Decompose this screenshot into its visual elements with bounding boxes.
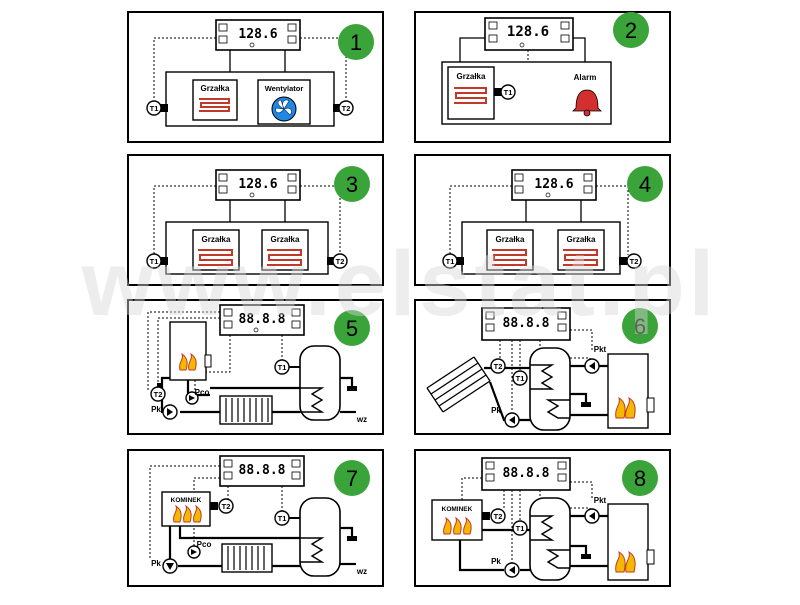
flame-icon <box>179 352 197 371</box>
display-value-3: 128.6 <box>238 177 277 192</box>
pco-label-7: Pco <box>197 540 212 549</box>
sensor-t1-label-7: T1 <box>278 514 287 523</box>
panel-6: 88.8.8 <box>414 299 671 435</box>
controller-4: 128.6 <box>511 169 597 201</box>
sensor-t1-label-3: T1 <box>150 257 159 266</box>
heater-b-label-3: Grzałka <box>271 235 300 244</box>
display-value-8: 88.8.8 <box>503 466 550 481</box>
display-value-4: 128.6 <box>534 177 573 192</box>
sensor-t2-label-8: T2 <box>494 512 503 521</box>
flame-icon <box>173 504 202 523</box>
panel-1: 128.6 Grzałka Wentylator T1 T2 1 <box>127 11 384 143</box>
sensor-t2-label-3: T2 <box>336 257 345 266</box>
pkt-label-8: Pkt <box>594 496 607 505</box>
panel-3: 128.6 Grzałka Grzałka T1 T2 3 <box>127 154 384 286</box>
heater-a-label-3: Grzałka <box>202 235 231 244</box>
panel-8: 88.8.8 KOMINEK T2 <box>414 449 671 587</box>
panel-5: 88.8.8 wz Pk <box>127 299 384 435</box>
pk-label-5: Pk <box>151 405 161 414</box>
heater-label-2: Grzałka <box>457 72 486 81</box>
panel-number-4: 4 <box>639 172 651 197</box>
flame-icon <box>443 516 472 535</box>
controller-8: 88.8.8 <box>481 457 571 491</box>
controller-6: 88.8.8 <box>481 307 571 341</box>
sensor-t2-label-1: T2 <box>342 104 351 113</box>
heater-label-1: Grzałka <box>201 84 230 93</box>
flame-icon <box>615 396 636 419</box>
controller-1: 128.6 <box>215 19 301 51</box>
heater-b-label-4: Grzałka <box>567 235 596 244</box>
sensor-t2-label-4: T2 <box>630 257 639 266</box>
controller-3: 128.6 <box>215 169 301 201</box>
panel-4: 128.6 Grzałka Grzałka T1 T2 4 <box>414 154 671 286</box>
panel-number-7: 7 <box>346 466 358 491</box>
sensor-t2-label-6: T2 <box>494 362 503 371</box>
display-value-7: 88.8.8 <box>239 463 286 478</box>
sensor-t2-label-5: T2 <box>154 390 163 399</box>
sensor-t1-label-4: T1 <box>446 257 455 266</box>
sensor-t1-label-2: T1 <box>504 88 513 97</box>
panel-number-1: 1 <box>350 30 362 55</box>
display-value-2: 128.6 <box>507 24 549 40</box>
fan-icon <box>271 96 297 122</box>
display-value-6: 88.8.8 <box>503 316 550 331</box>
pk-label-8: Pk <box>491 557 501 566</box>
panel-number-5: 5 <box>346 316 358 341</box>
pk-label-6: Pk <box>491 406 501 415</box>
wz-label-7: wz <box>356 567 367 576</box>
pkt-label-6: Pkt <box>594 345 607 354</box>
sensor-t1-label-5: T1 <box>278 363 287 372</box>
panel-2: 128.6 Grzałka T1 Alarm 2 <box>414 11 671 143</box>
pco-label-5: Pco <box>195 388 210 397</box>
heater-a-label-4: Grzałka <box>496 235 525 244</box>
fireplace-label-8: KOMINEK <box>442 506 473 513</box>
panel-number-6: 6 <box>634 314 646 339</box>
alarm-label: Alarm <box>574 73 597 82</box>
watermark: www.elstat.pl <box>81 233 718 335</box>
wz-label-5: wz <box>356 415 367 424</box>
sensor-t1-label-1: T1 <box>150 104 159 113</box>
controller-5: 88.8.8 <box>219 304 305 336</box>
solar-collector <box>426 356 491 413</box>
sensor-t2-label-7: T2 <box>222 502 231 511</box>
display-value-1: 128.6 <box>238 27 277 42</box>
sensor-t1-label-6: T1 <box>516 374 525 383</box>
pk-label-7: Pk <box>151 559 161 568</box>
controller-7: 88.8.8 <box>219 455 305 487</box>
controller-2: 128.6 <box>484 17 574 51</box>
panel-number-8: 8 <box>634 466 646 491</box>
sensor-t1-label-8: T1 <box>516 524 525 533</box>
panel-number-2: 2 <box>625 18 637 43</box>
fireplace-label-7: KOMINEK <box>171 497 202 504</box>
display-value-5: 88.8.8 <box>239 312 286 327</box>
flame-icon <box>615 550 636 573</box>
panel-7: 88.8.8 KOMINEK T2 wz <box>127 449 384 587</box>
bell-icon <box>572 89 602 117</box>
panel-number-3: 3 <box>346 172 358 197</box>
fan-label-1: Wentylator <box>265 84 304 93</box>
